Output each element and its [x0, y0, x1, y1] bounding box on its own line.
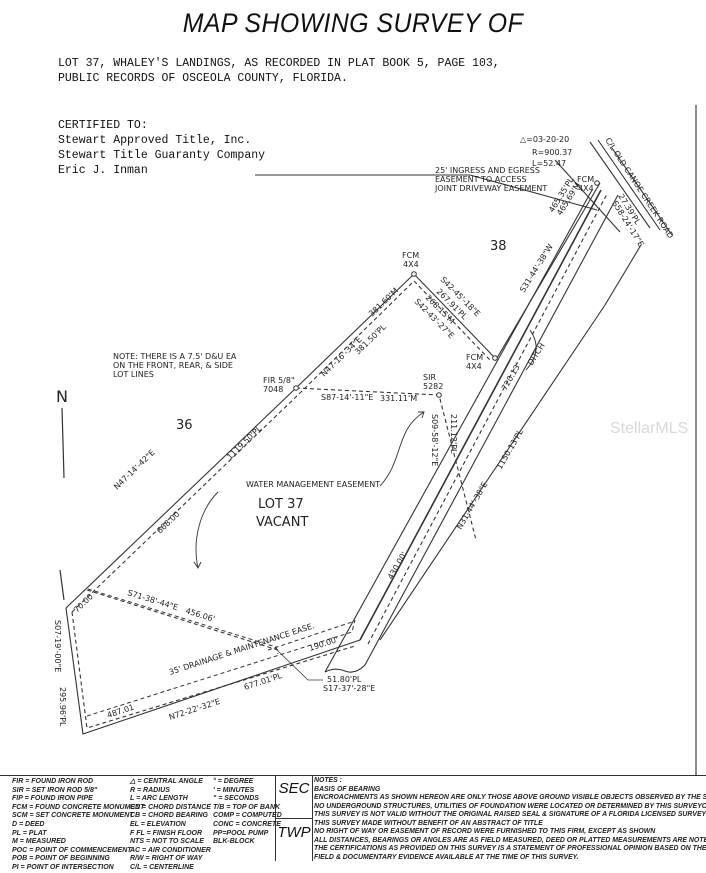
ditch-label: DITCH [526, 341, 547, 367]
svg-text:331.11'M: 331.11'M [380, 394, 417, 403]
svg-text:FCM: FCM [402, 251, 419, 260]
fcm-marker [492, 355, 498, 361]
svg-text:1150.13'PL: 1150.13'PL [495, 427, 525, 471]
road-right-of-way [255, 139, 673, 673]
water-management-easement-label: WATER MANAGEMENT EASEMENT [246, 480, 380, 489]
svg-text:4X4: 4X4 [578, 184, 594, 193]
svg-text:S87-14'-11"E: S87-14'-11"E [321, 393, 373, 402]
svg-text:4X4: 4X4 [403, 260, 419, 269]
twp-label: TWP [276, 818, 312, 861]
sec-label: SEC [278, 780, 310, 797]
fcm-marker [594, 180, 600, 186]
svg-text:△=03-20-20: △=03-20-20 [520, 135, 569, 144]
leader-line [274, 647, 323, 681]
svg-text:EASEMENT TO ACCESS: EASEMENT TO ACCESS [435, 175, 526, 184]
leader-arrows [193, 329, 537, 569]
document-title: MAP SHOWING SURVEY OF [182, 8, 524, 38]
svg-text:NOTE: THERE IS A 7.5' D&U EA: NOTE: THERE IS A 7.5' D&U EA [113, 352, 237, 361]
monuments [293, 180, 600, 398]
svg-text:211.12'PL: 211.12'PL [449, 414, 458, 454]
lot-37-label: LOT 37 [258, 497, 304, 512]
svg-text:381.60'M: 381.60'M [367, 286, 400, 318]
svg-text:S07-19'-00"E: S07-19'-00"E [53, 620, 62, 672]
svg-text:FCM: FCM [466, 353, 483, 362]
svg-text:7048: 7048 [263, 385, 283, 394]
svg-text:70.00: 70.00 [72, 592, 95, 614]
svg-text:FIR 5/8": FIR 5/8" [263, 376, 295, 385]
svg-text:SIR: SIR [423, 373, 436, 382]
svg-text:25' INGRESS AND EGRESS: 25' INGRESS AND EGRESS [435, 166, 540, 175]
ingress-note: 25' INGRESS AND EGRESS EASEMENT TO ACCES… [434, 166, 547, 193]
watermark: StellarMLS [610, 420, 689, 437]
svg-text:L=52.47: L=52.47 [532, 159, 566, 168]
svg-text:LOT LINES: LOT LINES [113, 370, 154, 379]
svg-text:295.96'PL: 295.96'PL [58, 687, 67, 727]
north-arrow: N [56, 387, 68, 601]
svg-text:N72-22'-32"E: N72-22'-32"E [168, 697, 221, 722]
svg-text:668.00: 668.00 [155, 510, 181, 536]
curve-data: △=03-20-20 R=900.37 L=52.47 [520, 135, 572, 168]
svg-text:N47-16'-34"E: N47-16'-34"E [319, 335, 364, 378]
svg-text:S17-37'-28"E: S17-37'-28"E [323, 684, 375, 693]
svg-text:R=900.37: R=900.37 [532, 148, 572, 157]
svg-text:JOINT DRIVEWAY EASEMENT: JOINT DRIVEWAY EASEMENT [434, 184, 547, 193]
fcm-marker [411, 271, 417, 277]
drainage-easement-label: 35' DRAINAGE & MAINTENANCE EASE. [168, 621, 316, 677]
lot-38-label: 38 [490, 239, 507, 254]
svg-text:N: N [56, 387, 68, 406]
svg-text:S09-58'-12"E: S09-58'-12"E [430, 414, 439, 466]
svg-text:4X4: 4X4 [466, 362, 482, 371]
sir-marker [436, 392, 442, 398]
bearing-distance-labels: N47-16'-34"E 381.60'M 381.50'PL S42-45'-… [53, 175, 646, 727]
lot-36-label: 36 [176, 418, 193, 433]
svg-text:720.13': 720.13' [500, 361, 523, 392]
svg-text:190.00': 190.00' [308, 635, 340, 653]
sec-twp-box: SEC TWP [275, 776, 313, 861]
svg-text:ON THE FRONT, REAR, & SIDE: ON THE FRONT, REAR, & SIDE [113, 361, 233, 370]
svg-text:FCM: FCM [577, 175, 594, 184]
certified-to: CERTIFIED TO: Stewart Approved Title, In… [58, 119, 266, 177]
fir-marker [293, 385, 299, 391]
road-label: C/L OLD CANOE CREEK ROAD [603, 136, 675, 240]
vacant-label: VACANT [256, 515, 308, 530]
svg-text:N47-14'-42"E: N47-14'-42"E [112, 448, 157, 491]
svg-text:1119.50'PL: 1119.50'PL [225, 424, 264, 462]
easement-lines [86, 588, 356, 717]
legal-description: LOT 37, WHALEY'S LANDINGS, AS RECORDED I… [58, 57, 500, 85]
survey-drawing: N [53, 105, 697, 775]
svg-text:51.80'PL: 51.80'PL [327, 675, 362, 684]
easement-note: NOTE: THERE IS A 7.5' D&U EA ON THE FRON… [113, 352, 237, 379]
svg-text:5282: 5282 [423, 382, 443, 391]
